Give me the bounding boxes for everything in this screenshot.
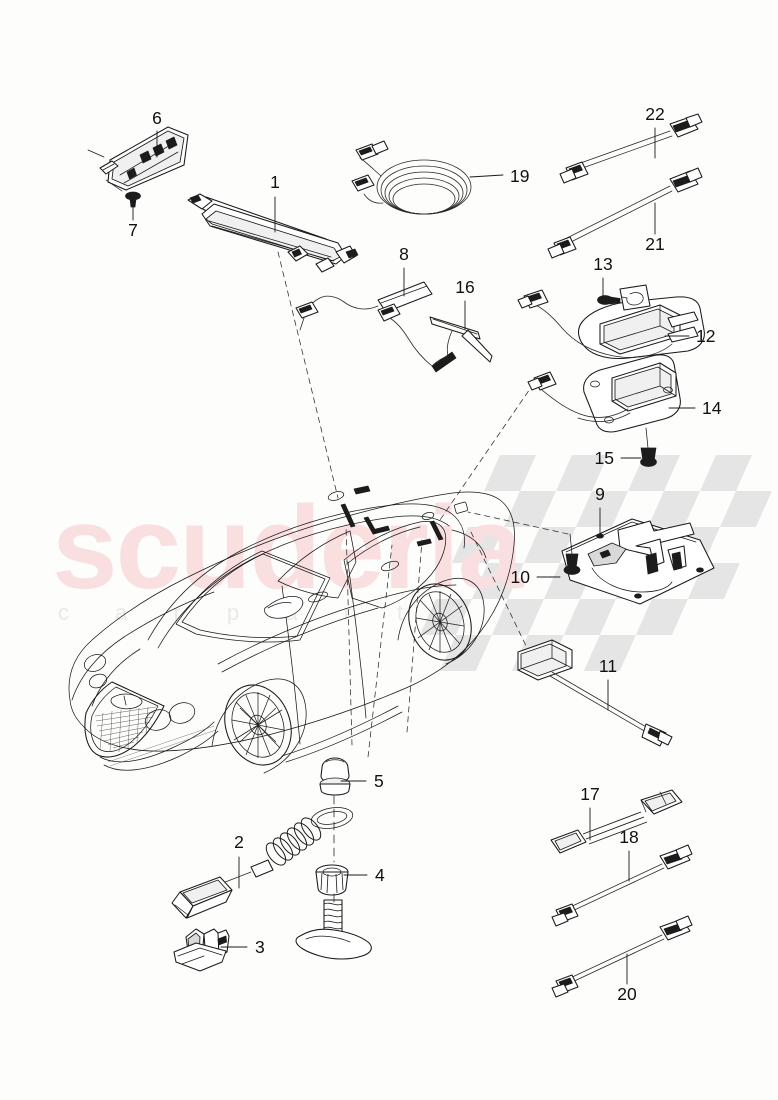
callout-1: 1: [270, 172, 280, 192]
bentley-badge: [110, 693, 143, 710]
part-12-gps-receiver-bracket: [517, 284, 705, 359]
part-5-cap-nut: [319, 757, 351, 796]
part-18-aerial-lead-short: [551, 844, 693, 927]
callout-5: 5: [374, 771, 384, 791]
callout-20: 20: [617, 984, 637, 1004]
part-14-antenna-module-plate: [527, 354, 681, 433]
part-21-connector-lead-b: [547, 167, 703, 259]
part-6-antenna-amplifier-unit: [87, 126, 189, 192]
watermark-main-text: scuderia: [52, 482, 525, 614]
part-10-base-plate-screw: [563, 533, 581, 575]
part-17-multi-pin-adapter-lead: [550, 789, 683, 854]
callout-15: 15: [595, 448, 614, 468]
callout-12: 12: [696, 326, 715, 346]
part-9-antenna-base-plate: [561, 518, 715, 605]
part-22-connector-lead-a: [559, 113, 703, 184]
callout-10: 10: [511, 567, 531, 587]
callout-3: 3: [255, 937, 265, 957]
assembly-leader-lines: [277, 251, 569, 758]
roof-antenna-mount-points: [327, 485, 469, 547]
callout-9: 9: [595, 484, 605, 504]
part-16-film-aerial-element: [377, 303, 493, 373]
part-1-roof-antenna-module: [187, 193, 359, 273]
part-4-grommet-bush: [315, 864, 349, 896]
part-15-plate-fixing-screw: [640, 427, 657, 467]
callout-13: 13: [593, 254, 612, 274]
callout-22: 22: [645, 104, 664, 124]
part-13-bracket-screw: [597, 295, 621, 305]
part-3-retaining-clip: [173, 928, 230, 972]
callout-7: 7: [128, 220, 138, 240]
callout-17: 17: [580, 784, 599, 804]
callout-18: 18: [619, 827, 638, 847]
vehicle-illustration: [68, 485, 515, 774]
callout-6: 6: [152, 108, 162, 128]
part-20-aerial-lead-long: [551, 915, 693, 998]
callout-11: 11: [599, 656, 617, 676]
watermark-sub-text: c a r p a r t s: [58, 600, 480, 625]
part-19-coiled-aerial-cable: [351, 140, 472, 215]
callout-21: 21: [645, 234, 664, 254]
threaded-stud-assembly: [295, 899, 372, 960]
callout-2: 2: [234, 832, 244, 852]
part-11-tv-tuner-aerial-lead: [517, 639, 673, 747]
callout-4: 4: [375, 865, 385, 885]
callout-14: 14: [702, 398, 722, 418]
callout-8: 8: [399, 244, 409, 264]
callout-16: 16: [455, 277, 474, 297]
part-2-antenna-lead-with-coil: [171, 807, 354, 919]
callout-numbers: 1 2 3 4 5 6 7 8 9 10 11 12 13 14 15 16 1…: [128, 104, 722, 1004]
callout-19: 19: [510, 166, 529, 186]
callout-leaders: [132, 127, 696, 985]
